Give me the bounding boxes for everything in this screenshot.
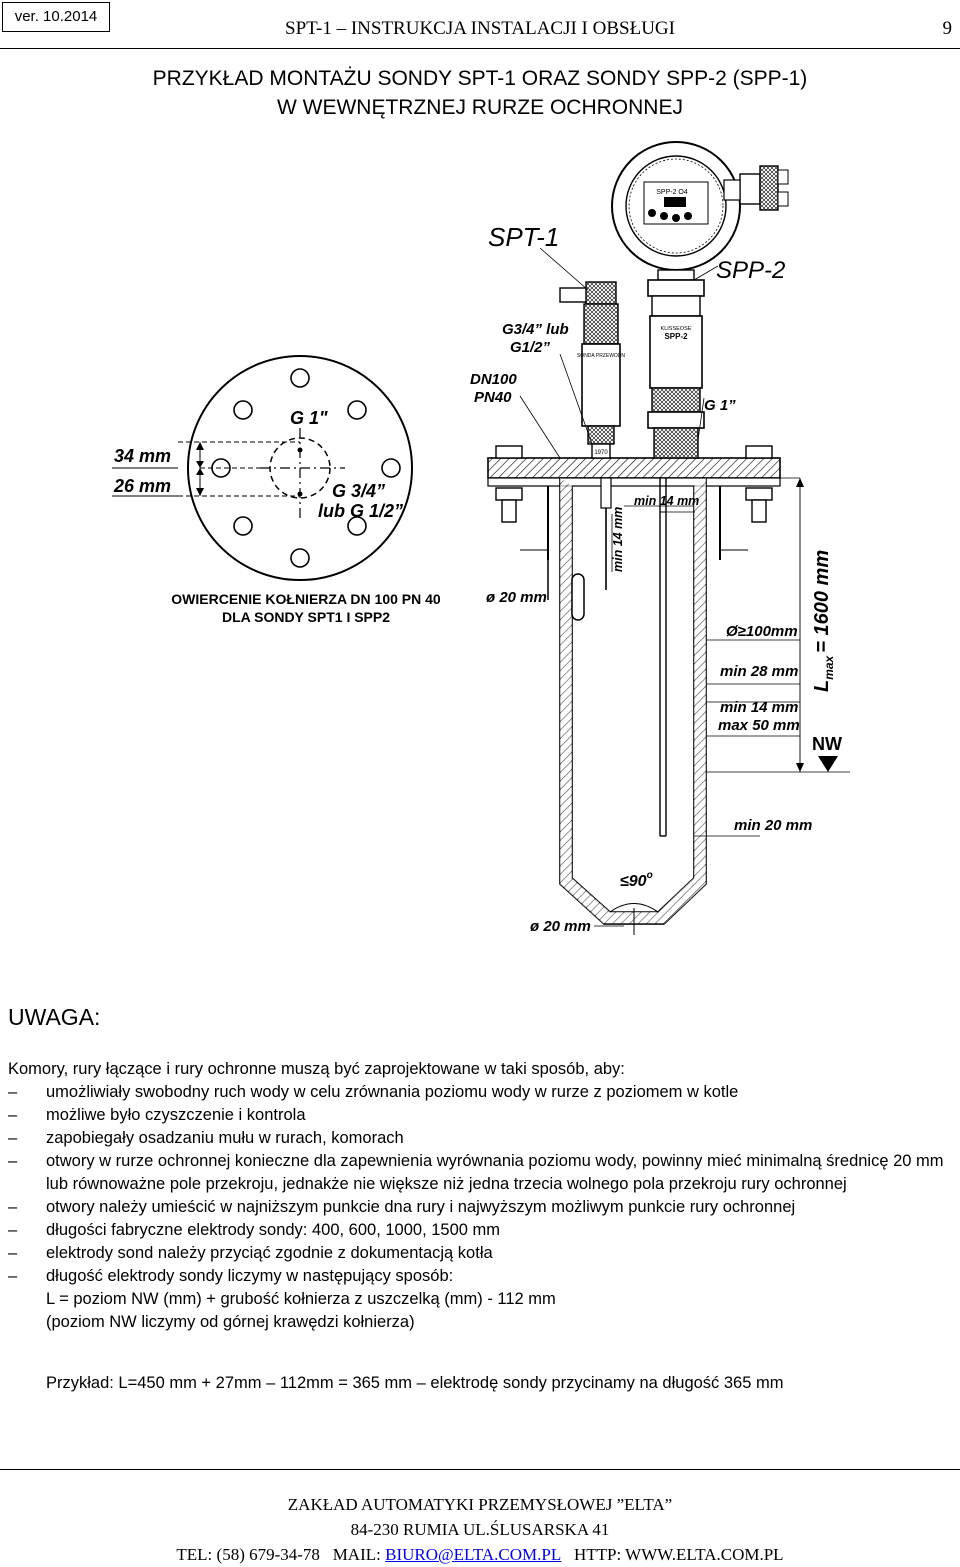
footer-tel: TEL: (58) 679-34-78 <box>176 1545 320 1564</box>
header-divider <box>0 48 960 49</box>
lmax-l: L <box>811 680 833 692</box>
list-item: –długości fabryczne elektrody sondy: 400… <box>8 1221 501 1239</box>
min14-horizontal-label: min 14 mm <box>634 494 699 508</box>
section-title: PRZYKŁAD MONTAŻU SONDY SPT-1 ORAZ SONDY … <box>0 64 960 122</box>
hole-bottom-label: ø 20 mm <box>530 918 591 935</box>
list-item: –możliwe było czyszczenie i kontrola <box>8 1106 306 1124</box>
notes-list: –umożliwiały swobodny ruch wody w celu z… <box>8 1081 956 1288</box>
max50-label: max 50 mm <box>718 717 800 734</box>
version-badge: ver. 10.2014 <box>2 2 110 32</box>
list-item: –długość elektrody sondy liczymy w nastę… <box>8 1267 454 1285</box>
lmax-value: = 1600 mm <box>811 550 833 653</box>
footer-contact: TEL: (58) 679-34-78 MAIL: BIURO@ELTA.COM… <box>0 1542 960 1567</box>
spt1-probe: SONDA PRZEWODN 1970 SPT-1 G3/4” lub G1/2… <box>470 222 625 459</box>
list-item: –umożliwiały swobodny ruch wody w celu z… <box>8 1083 739 1101</box>
notes-block: Komory, rury łączące i rury ochronne mus… <box>8 1058 956 1334</box>
list-item: –zapobiegały osadzaniu mułu w rurach, ko… <box>8 1129 404 1147</box>
flange-caption-line2: DLA SONDY SPT1 I SPP2 <box>222 609 390 625</box>
spp2-thread-label: G 1” <box>704 397 736 414</box>
list-item: –elektrody sond należy przyciąć zgodnie … <box>8 1244 493 1262</box>
section-title-line2: W WEWNĘTRZNEJ RURZE OCHRONNEJ <box>277 96 683 119</box>
footer-address: 84-230 RUMIA UL.ŚLUSARSKA 41 <box>350 1520 610 1539</box>
list-item: –otwory w rurze ochronnej konieczne dla … <box>8 1152 944 1193</box>
notes-intro: Komory, rury łączące i rury ochronne mus… <box>8 1060 625 1078</box>
flange-g34-label: G 3/4” <box>332 481 385 501</box>
spp2-nameplate: SPP-2 <box>664 332 688 341</box>
spt1-label: SPT-1 <box>488 222 559 252</box>
document-title: SPT-1 – INSTRUKCJA INSTALACJI I OBSŁUGI <box>285 18 675 39</box>
flange-drilling-view: 34 mm 26 mm G 1" G 3/4” lub G 1/2” OWIER… <box>112 355 441 625</box>
footer-company: ZAKŁAD AUTOMATYKI PRZEMYSŁOWEJ ”ELTA” <box>287 1495 673 1514</box>
footer: ZAKŁAD AUTOMATYKI PRZEMYSŁOWEJ ”ELTA” 84… <box>0 1492 960 1567</box>
min20-label: min 20 mm <box>734 817 812 834</box>
installation-drawing: 34 mm 26 mm G 1" G 3/4” lub G 1/2” OWIER… <box>112 141 850 935</box>
spt1-collar: 1970 <box>594 450 608 456</box>
flange-g1-label: G 1" <box>290 408 328 428</box>
footer-http: HTTP: WWW.ELTA.COM.PL <box>574 1545 784 1564</box>
section-title-line1: PRZYKŁAD MONTAŻU SONDY SPT-1 ORAZ SONDY … <box>152 67 808 90</box>
protective-pipe-section: ø 20 mm min 14 mm min 14 mm Ø≥100mm min … <box>486 445 850 935</box>
spt1-nameplate: SONDA PRZEWODN <box>577 353 625 359</box>
spp2-head-display: SPP-2 O4 <box>656 189 688 196</box>
formula-line: L = poziom NW (mm) + grubość kołnierza z… <box>46 1290 556 1308</box>
lmax-label: Lmax= 1600 mm <box>811 550 836 692</box>
dim-34mm-label: 34 mm <box>114 446 171 466</box>
min14-vertical-label: min 14 mm <box>611 507 625 572</box>
footer-mail-link[interactable]: BIURO@ELTA.COM.PL <box>385 1545 562 1564</box>
formula-note: (poziom NW liczymy od górnej krawędzi ko… <box>46 1313 415 1331</box>
diameter-label: Ø≥100mm <box>726 623 798 640</box>
list-item: –otwory należy umieścić w najniższym pun… <box>8 1198 796 1216</box>
spp2-nameplate-b: KLISSEOSE <box>661 326 692 332</box>
min28-label: min 28 mm <box>720 663 798 680</box>
spp2-probe: SPP-2 O4 KLISSEOSE SPP-2 SPP-2 G 1” <box>611 141 789 459</box>
flange-g12-label: lub G 1/2” <box>318 501 403 521</box>
lmax-sub: max <box>822 654 836 679</box>
example-text: Przykład: L=450 mm + 27mm – 112mm = 365 … <box>46 1374 784 1392</box>
angle-label: ≤90o <box>620 870 653 890</box>
svg-text:Lmax= 1600 mm: Lmax= 1600 mm <box>811 550 836 692</box>
spt1-thread-label-a: G3/4” lub <box>502 321 569 338</box>
min14-label: min 14 mm <box>720 699 798 716</box>
flange-caption-line1: OWIERCENIE KOŁNIERZA DN 100 PN 40 <box>171 591 441 607</box>
nw-label: NW <box>812 734 842 754</box>
uwaga-heading: UWAGA: <box>8 1004 101 1030</box>
spp2-label: SPP-2 <box>716 257 785 284</box>
spt1-thread-label-b: G1/2” <box>510 339 551 356</box>
flange-pn-label: PN40 <box>474 389 512 406</box>
footer-divider <box>0 1469 960 1470</box>
flange-dn-label: DN100 <box>470 371 517 388</box>
page-number: 9 <box>942 18 953 39</box>
footer-mail-label: MAIL: <box>332 1545 381 1564</box>
dim-26mm-label: 26 mm <box>113 476 171 496</box>
hole-top-label: ø 20 mm <box>486 589 547 606</box>
